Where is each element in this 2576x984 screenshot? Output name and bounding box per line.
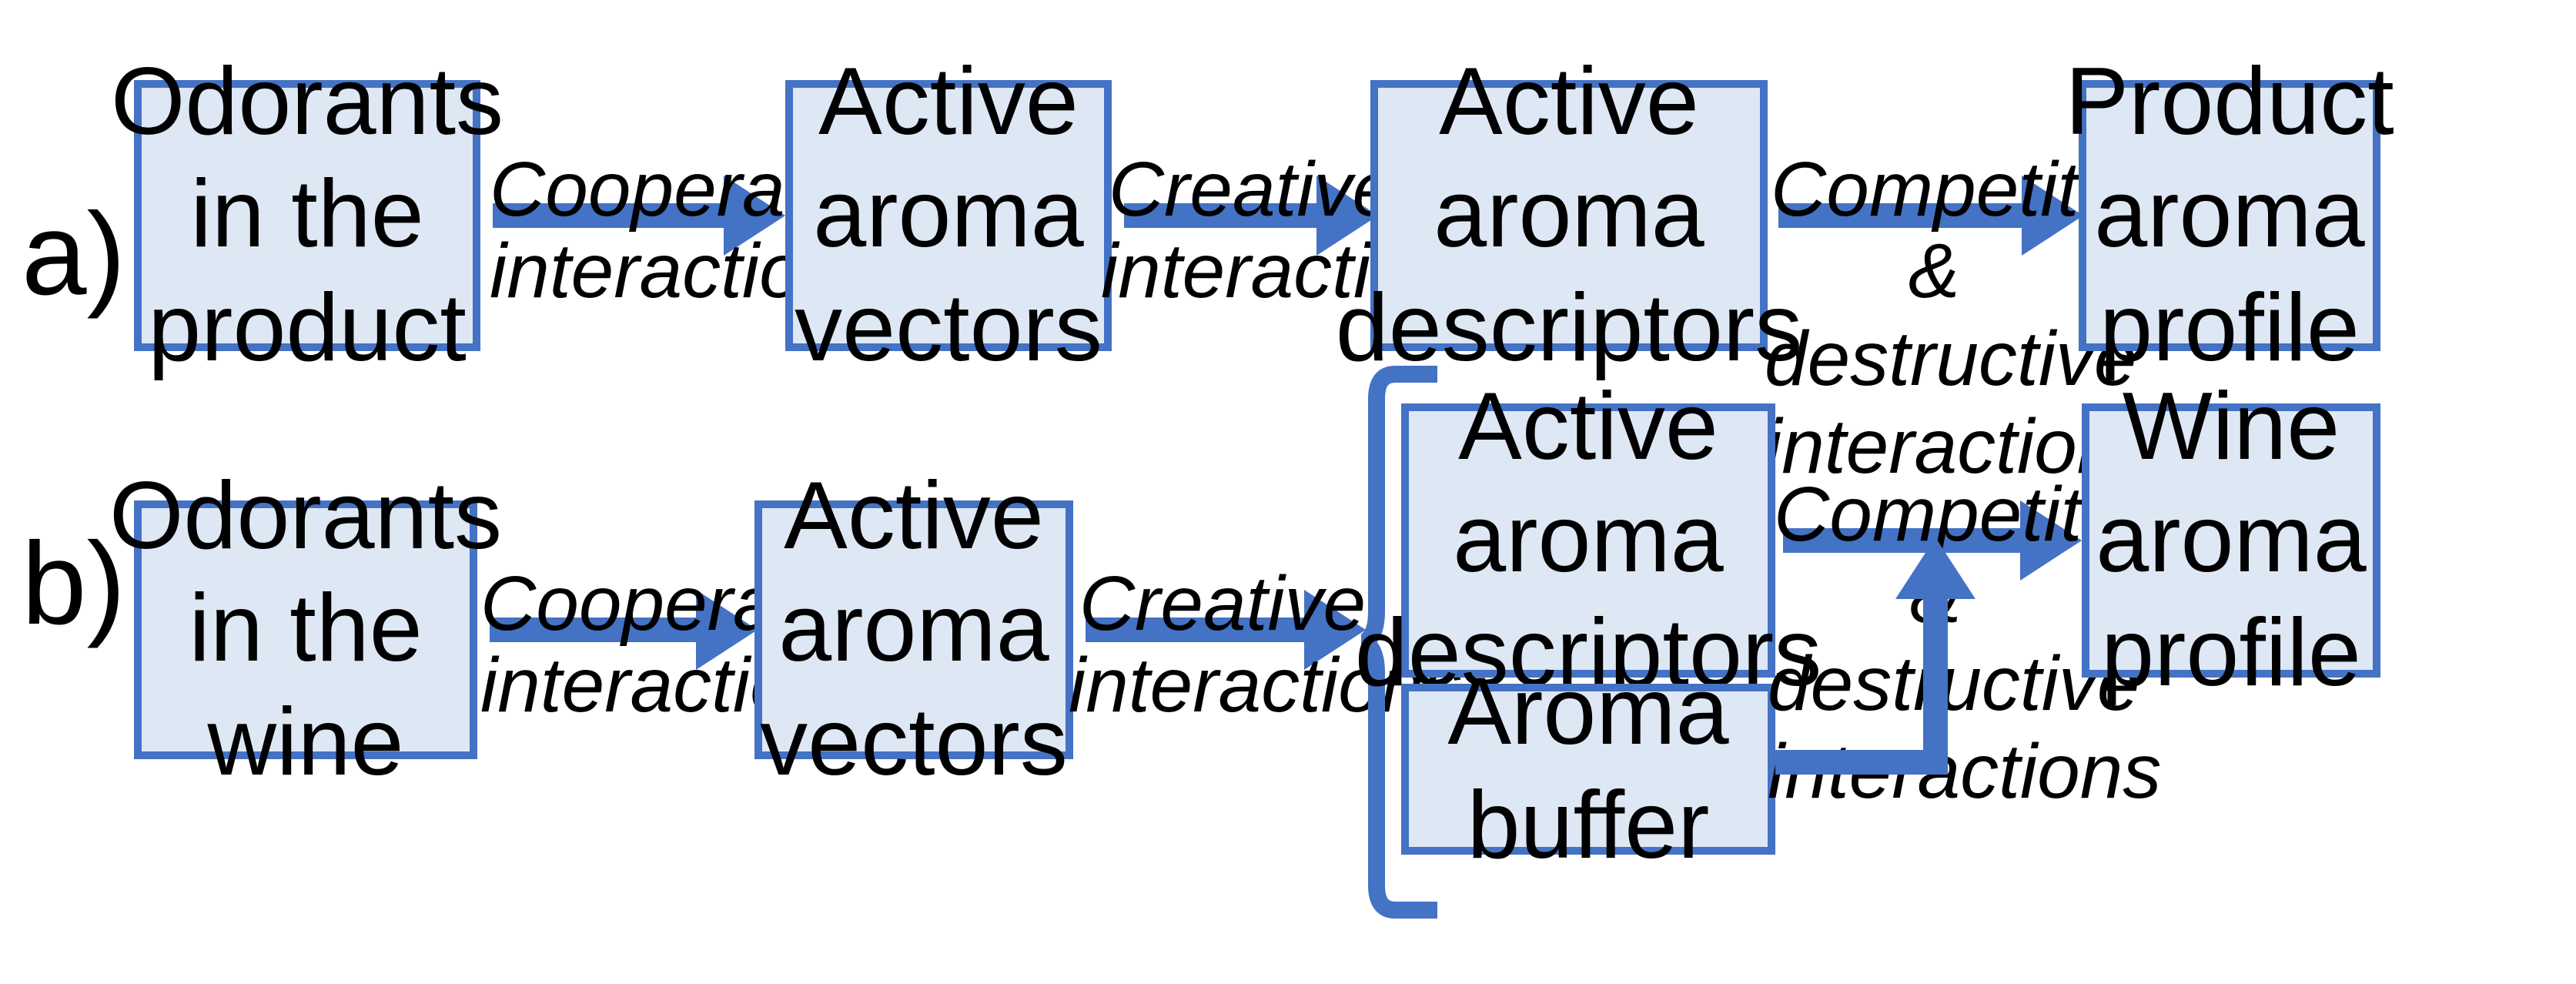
edge-label-cooperative-a-below: interactions bbox=[490, 228, 884, 314]
arrow-head bbox=[1316, 176, 1378, 256]
arrow-shaft bbox=[1124, 203, 1320, 228]
arrow-shaft bbox=[1086, 618, 1307, 642]
arrow-head bbox=[696, 590, 758, 670]
arrow-shaft bbox=[1778, 203, 2025, 228]
node-label: Odorants in the wine bbox=[109, 464, 503, 796]
node-odorants-wine: Odorants in the wine bbox=[109, 464, 502, 796]
edge-label-creative-b-below: interactions bbox=[1069, 642, 1463, 728]
arrow-buffer-feedback-vertical bbox=[1923, 597, 1948, 762]
arrow-head bbox=[2020, 500, 2082, 581]
node-label: Active aroma descriptors bbox=[1335, 49, 1803, 382]
edge-label-creative-a-above: Creative bbox=[1108, 146, 1396, 233]
panel-letter-a: a) bbox=[22, 189, 126, 320]
panel-letter-b: b) bbox=[22, 519, 126, 650]
node-product-aroma-profile: Product aroma profile bbox=[2065, 50, 2394, 382]
node-aroma-buffer: Aroma buffer bbox=[1401, 660, 1775, 879]
node-label: Aroma buffer bbox=[1447, 659, 1729, 879]
edge-label-creative-b-above: Creative bbox=[1079, 561, 1367, 647]
node-label: Product aroma profile bbox=[2065, 49, 2394, 382]
node-label: Active aroma vectors bbox=[760, 464, 1068, 796]
arrow-head bbox=[724, 176, 785, 256]
arrow-head bbox=[2022, 176, 2083, 256]
edge-label-cooperative-b-above: Cooperative bbox=[480, 561, 896, 647]
edge-label-cooperative-a-above: Cooperative bbox=[490, 146, 905, 233]
arrow-buffer-feedback-horizontal bbox=[1775, 750, 1948, 775]
node-active-aroma-descriptors-b: Active aroma descriptors bbox=[1355, 375, 1822, 707]
arrow-head bbox=[1304, 590, 1366, 670]
arrow-shaft bbox=[490, 618, 699, 642]
edge-label-competitive-a-below: & destructive interactions bbox=[1765, 228, 2159, 490]
edge-label-competitive-a-above: Competitive bbox=[1771, 146, 2177, 233]
arrow-shaft bbox=[493, 203, 727, 228]
node-label: Odorants in the product bbox=[110, 49, 504, 382]
node-label: Wine aroma profile bbox=[2096, 374, 2367, 707]
node-active-aroma-descriptors-a: Active aroma descriptors bbox=[1336, 50, 1802, 382]
node-wine-aroma-profile: Wine aroma profile bbox=[2082, 375, 2380, 706]
arrow-buffer-feedback-head bbox=[1895, 537, 1975, 599]
node-active-aroma-vectors-b: Active aroma vectors bbox=[754, 464, 1073, 795]
node-active-aroma-vectors-a: Active aroma vectors bbox=[785, 50, 1112, 381]
edge-label-cooperative-b-below: interactions bbox=[480, 642, 875, 728]
node-odorants-product: Odorants in the product bbox=[111, 50, 503, 382]
node-label: Active aroma vectors bbox=[795, 49, 1102, 382]
grouping-bracket bbox=[1361, 366, 1437, 919]
